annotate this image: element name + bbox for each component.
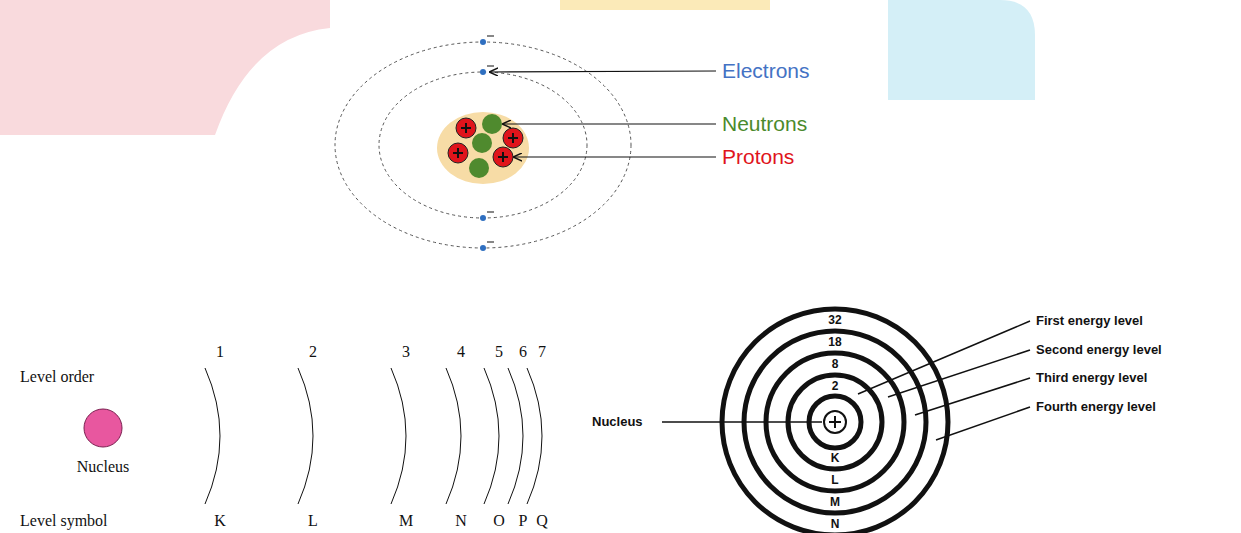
- part-label: Neutrons: [722, 112, 807, 135]
- level-label: Third energy level: [1036, 371, 1147, 385]
- level-number: 6: [519, 343, 527, 361]
- proton: [448, 143, 468, 163]
- nucleus-symbol: [824, 411, 846, 433]
- level-arc: [205, 368, 220, 504]
- neutron: [469, 158, 489, 178]
- capacity-number: 2: [830, 380, 841, 392]
- leader-arrows: [490, 71, 716, 157]
- electron: [480, 215, 486, 221]
- shell-symbol: M: [828, 496, 842, 508]
- level-symbol: Q: [536, 512, 548, 530]
- level-arcs: [205, 368, 542, 504]
- row-heading: Level order: [20, 368, 94, 386]
- leader-arrow: [503, 123, 716, 124]
- row-heading: Level symbol: [20, 512, 108, 530]
- electron-orbit: [379, 72, 587, 218]
- level-label: Second energy level: [1036, 343, 1162, 357]
- electron-orbit: [335, 42, 631, 248]
- part-label: Electrons: [722, 59, 810, 82]
- shell-rings: [722, 309, 948, 533]
- level-number: 5: [495, 343, 503, 361]
- neutrons: [469, 114, 502, 178]
- leader-arrow: [514, 156, 716, 157]
- level-number: 4: [457, 343, 465, 361]
- level-symbol: M: [399, 512, 413, 530]
- level-symbol: O: [493, 512, 505, 530]
- electron: [480, 69, 486, 75]
- nucleus-body: [437, 112, 529, 184]
- electron: [480, 245, 486, 251]
- level-arc: [508, 368, 523, 504]
- level-symbol: P: [519, 512, 528, 530]
- level-symbol: K: [214, 512, 226, 530]
- plus-sign: [453, 148, 463, 158]
- plus-sign: [498, 152, 508, 162]
- capacity-number: 18: [826, 336, 843, 348]
- level-arc: [298, 368, 313, 504]
- shell-leaders: [662, 321, 1030, 440]
- shell-ring: [722, 309, 948, 533]
- watermark-shape: [0, 0, 330, 135]
- level-symbol: L: [308, 512, 318, 530]
- shell-symbol: K: [829, 452, 842, 464]
- leader-line: [888, 350, 1030, 397]
- level-number: 7: [538, 343, 546, 361]
- leader-line: [662, 421, 822, 423]
- leader-arrow: [490, 71, 716, 72]
- proton: [503, 128, 523, 148]
- level-symbol: N: [455, 512, 467, 530]
- capacity-number: 8: [830, 358, 841, 370]
- nucleus-label: Nucleus: [592, 415, 643, 429]
- figure-panel: [335, 10, 888, 268]
- leader-line: [858, 321, 1030, 394]
- level-arc: [391, 368, 406, 504]
- neutron: [482, 114, 502, 134]
- capacity-number: 32: [826, 314, 843, 326]
- electron: [480, 39, 486, 45]
- proton: [493, 147, 513, 167]
- level-arc: [527, 368, 542, 504]
- shell-symbol: N: [829, 518, 842, 530]
- level-number: 2: [309, 343, 317, 361]
- level-number: 1: [216, 343, 224, 361]
- proton: [456, 118, 476, 138]
- level-label: Fourth energy level: [1036, 400, 1156, 414]
- nucleus-label: Nucleus: [77, 458, 129, 476]
- leader-line: [915, 378, 1030, 415]
- level-number: 3: [402, 343, 410, 361]
- minus-sign: [487, 36, 494, 242]
- leader-line: [936, 407, 1030, 440]
- level-label: First energy level: [1036, 314, 1143, 328]
- part-label: Protons: [722, 145, 794, 168]
- level-arc: [484, 368, 499, 504]
- level-arc: [446, 368, 461, 504]
- plus-sign: [508, 133, 518, 143]
- neutron: [472, 133, 492, 153]
- plus-sign: [829, 416, 841, 428]
- nucleus-circle: [84, 409, 122, 447]
- electrons: [480, 36, 494, 251]
- watermark-shape: [888, 0, 1035, 100]
- plus-sign: [461, 123, 471, 133]
- shell-symbol: L: [829, 474, 840, 486]
